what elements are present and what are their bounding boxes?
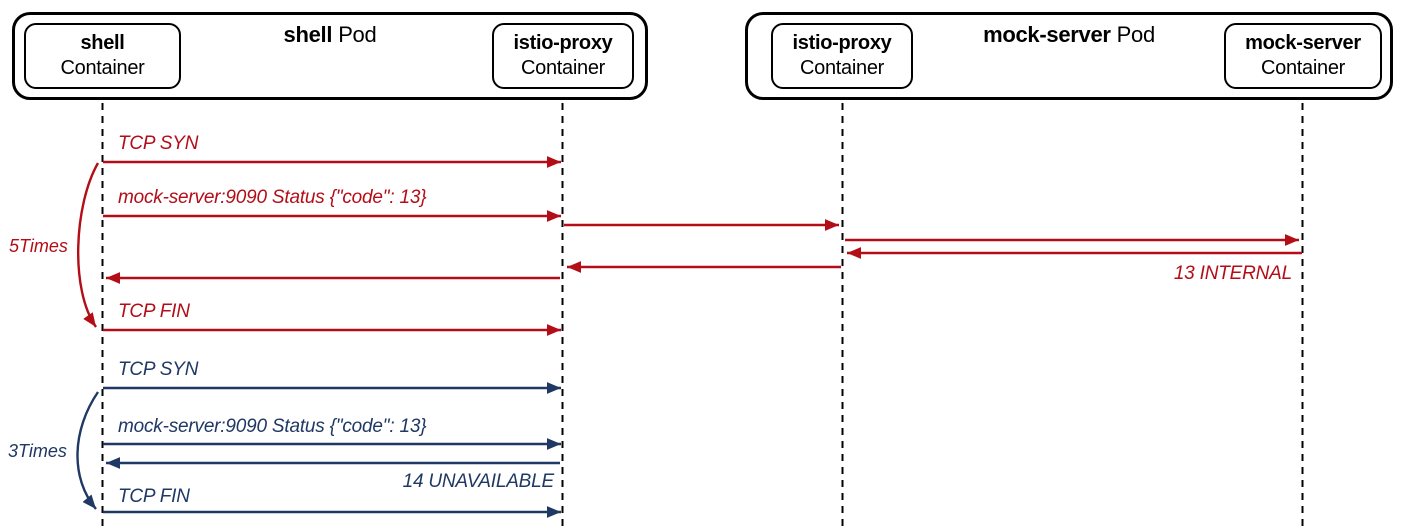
red-label-status-request: mock-server:9090 Status {"code": 13} <box>118 187 427 208</box>
blue-label-status-request: mock-server:9090 Status {"code": 13} <box>118 416 427 437</box>
blue-label-response: 14 UNAVAILABLE <box>402 471 555 492</box>
red-loop-bracket <box>77 162 100 328</box>
container-shell-type: Container <box>60 57 145 79</box>
container-shell-name: shell <box>80 32 125 54</box>
red-label-tcp-fin: TCP FIN <box>118 301 190 322</box>
red-label-tcp-syn: TCP SYN <box>118 133 199 154</box>
pod-shell-title-suffix: Pod <box>338 22 377 47</box>
container-istio-proxy-shell-type: Container <box>520 57 606 79</box>
pod-mock-server-title-suffix: Pod <box>1116 22 1156 47</box>
red-loop-count: 5Times <box>9 236 68 256</box>
blue-loop-bracket <box>76 391 99 510</box>
container-istio-proxy-mock-name: istio-proxy <box>792 32 892 54</box>
container-mock-server-type: Container <box>1260 57 1346 79</box>
container-shell: shell Container <box>24 23 181 89</box>
blue-loop-count: 3Times <box>8 441 67 461</box>
container-mock-server: mock-server Container <box>1224 23 1382 89</box>
container-istio-proxy-shell-name: istio-proxy <box>513 32 613 54</box>
container-istio-proxy-mock-pod: istio-proxy Container <box>771 23 913 89</box>
pod-shell-title-name: shell <box>283 22 333 47</box>
blue-label-tcp-fin: TCP FIN <box>118 486 190 507</box>
pod-mock-server-title-name: mock-server <box>983 22 1111 47</box>
container-istio-proxy-shell-pod: istio-proxy Container <box>492 23 634 89</box>
red-label-response: 13 INTERNAL <box>1173 263 1292 284</box>
container-istio-proxy-mock-type: Container <box>799 57 885 79</box>
blue-label-tcp-syn: TCP SYN <box>118 359 199 380</box>
container-mock-server-name: mock-server <box>1245 32 1361 54</box>
